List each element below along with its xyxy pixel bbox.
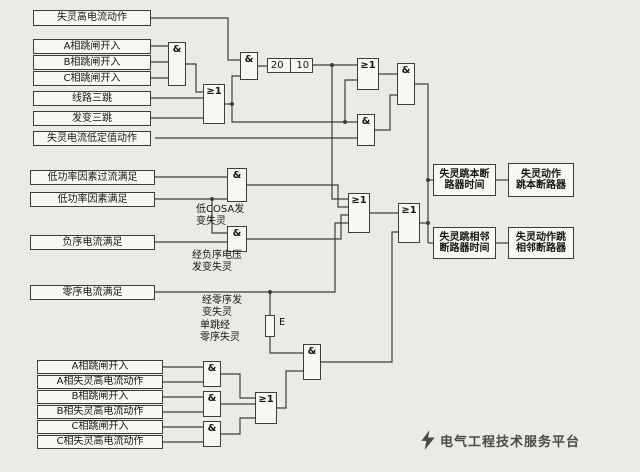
wire — [186, 63, 203, 93]
input-phase-a-failure-high-current: A相失灵高电流动作 — [37, 375, 163, 389]
input-phase-b-failure-high-current: B相失灵高电流动作 — [37, 405, 163, 419]
wire-junction — [210, 197, 214, 201]
lightning-icon — [421, 430, 435, 450]
wire — [231, 75, 240, 104]
input-phase-a-trip-2: A相跳闸开入 — [37, 360, 163, 374]
gate-or-final: ≥1 — [398, 203, 420, 243]
watermark-logo: 电气工程技术服务平台 — [420, 430, 580, 450]
or-symbol: ≥1 — [401, 205, 417, 216]
gate-and-high-current: & — [240, 52, 258, 80]
output-action-trip-adjacent-breaker: 失灵动作跳 相邻断路器 — [508, 227, 574, 259]
gate-and-phase-b: & — [203, 391, 221, 417]
label-low-cos-failure: 低COSA发 变失灵 — [196, 204, 245, 227]
output-trip-adjacent-breaker-time: 失灵跳相邻 断路器时间 — [433, 227, 496, 259]
or-symbol: ≥1 — [360, 60, 376, 71]
gate-and-phase-c: & — [203, 421, 221, 447]
input-line-three-phase-trip: 线路三跳 — [33, 91, 151, 106]
and-symbol: & — [172, 44, 182, 55]
gate-and-fast-trip: & — [397, 63, 415, 105]
output-action-trip-local-breaker: 失灵动作 跳本断路器 — [508, 163, 574, 197]
and-symbol: & — [207, 363, 217, 374]
and-symbol: & — [207, 423, 217, 434]
wire — [151, 17, 240, 61]
wire — [344, 79, 357, 122]
wire — [269, 292, 303, 354]
gate-or-fast: ≥1 — [357, 58, 379, 90]
wire-junction — [426, 221, 430, 225]
or-symbol: ≥1 — [351, 195, 367, 206]
and-symbol: & — [401, 65, 411, 76]
or-symbol: ≥1 — [258, 394, 274, 405]
and-symbol: & — [207, 393, 217, 404]
and-symbol: & — [244, 54, 254, 65]
gate-or-phases: ≥1 — [255, 392, 277, 424]
wire — [155, 222, 348, 293]
gate-and-neg-seq: & — [227, 226, 247, 252]
wire — [277, 370, 303, 409]
input-phase-b-trip-2: B相跳闸开入 — [37, 390, 163, 404]
input-low-power-factor: 低功率因素满足 — [30, 192, 155, 207]
gate-and-phase-a: & — [203, 361, 221, 387]
gate-and-low-cos: & — [227, 168, 247, 202]
label-link-e: E — [279, 317, 286, 328]
input-zero-sequence-current: 零序电流满足 — [30, 285, 155, 300]
label-zero-seq-failure: 经零序发 变失灵 — [202, 295, 242, 318]
input-transformer-three-phase-trip: 发变三跳 — [33, 111, 151, 126]
wire — [247, 214, 348, 240]
input-failure-current-low-setting: 失灵电流低定值动作 — [33, 131, 151, 146]
timer-divider — [289, 59, 291, 72]
and-symbol: & — [307, 346, 317, 357]
input-phase-c-failure-high-current: C相失灵高电流动作 — [37, 435, 163, 449]
wire-junction — [330, 63, 334, 67]
wire-junction — [230, 102, 234, 106]
timer-box: 20 10 — [267, 58, 313, 73]
watermark-text: 电气工程技术服务平台 — [440, 434, 581, 450]
and-symbol: & — [361, 116, 371, 127]
wire — [221, 373, 255, 399]
gate-or-main: ≥1 — [348, 193, 370, 233]
gate-and-phase-trips: & — [168, 42, 186, 86]
wire — [375, 94, 397, 131]
input-phase-a-trip: A相跳闸开入 — [33, 39, 151, 54]
or-symbol: ≥1 — [206, 86, 222, 97]
wire — [247, 184, 348, 208]
wire-junction — [426, 178, 430, 182]
wire-junction — [268, 290, 272, 294]
input-phase-c-trip: C相跳闸开入 — [33, 71, 151, 86]
and-symbol: & — [232, 228, 242, 239]
wire-junction — [343, 120, 347, 124]
input-phase-c-trip-2: C相跳闸开入 — [37, 420, 163, 434]
output-trip-local-breaker-time: 失灵跳本断 路器时间 — [433, 164, 496, 196]
wire — [331, 65, 348, 200]
timer-dropout-value: 10 — [296, 59, 310, 71]
input-low-power-factor-overcurrent: 低功率因素过流满足 — [30, 170, 155, 185]
wire — [221, 417, 255, 435]
link-e-symbol — [265, 315, 275, 337]
gate-and-single-trip: & — [303, 344, 321, 380]
input-failure-high-current-action: 失灵高电流动作 — [33, 10, 151, 26]
wire — [415, 83, 429, 243]
wire — [211, 199, 227, 234]
input-phase-b-trip: B相跳闸开入 — [33, 55, 151, 70]
input-negative-sequence-current: 负序电流满足 — [30, 235, 155, 250]
gate-and-low-setting: & — [357, 114, 375, 146]
wire — [321, 231, 398, 363]
label-single-trip-zero-seq: 单跳经 零序失灵 — [200, 320, 240, 343]
timer-pickup-value: 20 — [270, 59, 284, 71]
and-symbol: & — [232, 170, 242, 181]
wire — [231, 104, 357, 123]
label-neg-seq-failure: 经负序电压 发变失灵 — [192, 250, 242, 273]
gate-or-three-trip: ≥1 — [203, 84, 225, 124]
